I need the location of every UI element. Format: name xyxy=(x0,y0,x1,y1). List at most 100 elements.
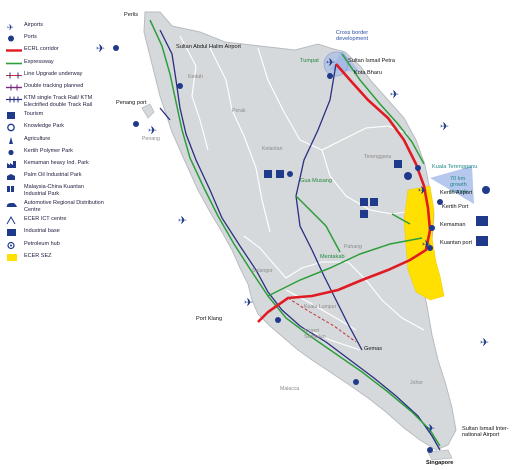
polymer-park-icon xyxy=(6,148,24,157)
legend-item: Kertih Polymer Park xyxy=(6,148,104,157)
airplane-icon: ✈ xyxy=(480,336,489,349)
place-kuantan-port: Kuantan port xyxy=(440,240,473,246)
agriculture-icon xyxy=(6,136,24,145)
legend-item: Expressway xyxy=(6,59,104,68)
tourism-icon xyxy=(276,170,284,178)
industrial-park-icon xyxy=(6,184,24,193)
ecrl-corridor-line xyxy=(257,63,432,323)
palm-oil-icon xyxy=(476,236,488,246)
legend-label: ECER ICT centre xyxy=(24,216,67,223)
svg-text:✈: ✈ xyxy=(7,23,14,31)
palm-oil-icon xyxy=(6,172,24,181)
industrial-park-icon xyxy=(360,198,368,206)
tourism-icon xyxy=(6,111,24,120)
legend-item: Double tracking planned xyxy=(6,83,104,92)
state-selangor: Selangor xyxy=(252,268,273,274)
legend-label: KTM single Track Rail/ KTM Electrified d… xyxy=(24,95,93,108)
legend-label: Tourism xyxy=(24,111,44,118)
place-kota-bharu: Kota Bharu xyxy=(354,70,382,76)
legend-item: Tourism xyxy=(6,111,104,120)
legend-label: Kemaman heavy Ind. Park xyxy=(24,159,89,166)
legend-item: Automotive Regional Distribution Centre xyxy=(6,200,104,213)
legend-label: Malaysia-China Kuantan Industrial Park xyxy=(24,184,84,197)
place-gua-musang: Gua Musang xyxy=(300,178,333,184)
growth-triangle-beam xyxy=(430,166,474,204)
airport-markers: ✈ ✈ ✈ ✈ ✈ ✈ ✈ ✈ ✈ ✈ ✈ xyxy=(96,42,489,435)
place-sultan-ismail-airport: Sultan Ismail Inter-national Airport xyxy=(462,426,509,439)
knowledge-park-icon xyxy=(404,172,412,180)
legend-label: Industrial base xyxy=(24,228,60,235)
legend-label: Ports xyxy=(24,34,37,41)
place-port-klang: Port Klang xyxy=(196,316,223,322)
tourism-icon xyxy=(264,170,272,178)
place-perlis: Perlis xyxy=(124,12,138,18)
place-kuala-lumpur: Kuala Lumpur xyxy=(304,304,337,310)
legend-label: ECRL corridor xyxy=(24,46,59,53)
legend-item: Petroleum hub xyxy=(6,241,104,250)
place-kertih-airport: Kertih Airport xyxy=(440,190,473,196)
ktm-rail-lines xyxy=(159,29,441,451)
airplane-icon: ✈ xyxy=(178,214,187,227)
legend-label: ECER SEZ xyxy=(24,252,52,259)
legend-item: KTM single Track Rail/ KTM Electrified d… xyxy=(6,95,104,108)
legend-label: Petroleum hub xyxy=(24,240,60,247)
industrial-park-icon xyxy=(360,210,368,218)
ecer-sez-area xyxy=(403,185,445,301)
legend-label: Line Upgrade underway xyxy=(24,70,83,77)
airplane-icon: ✈ xyxy=(244,296,253,309)
expressway-line-icon xyxy=(6,59,24,68)
place-mentakab: Mentakab xyxy=(320,254,345,260)
state-johor: Johor xyxy=(410,380,423,386)
petroleum-hub-icon xyxy=(6,241,24,250)
place-singapore: Singapore xyxy=(426,460,454,466)
polymer-park-icon xyxy=(482,186,490,194)
legend-label: Airports xyxy=(24,22,43,28)
airplane-icon: ✈ xyxy=(96,42,105,55)
industry-icons xyxy=(264,160,490,246)
expressway-lines xyxy=(149,19,441,447)
singapore-island xyxy=(427,449,453,461)
state-terengganu: Terengganu xyxy=(364,154,392,160)
legend-item: ✈ Airports xyxy=(6,22,104,31)
penang-island xyxy=(141,103,155,119)
legend-label: Palm Oil Industrial Park xyxy=(24,172,82,179)
heavy-industry-icon xyxy=(476,216,488,226)
tourism-icon xyxy=(394,160,402,168)
legend-item: Line Upgrade underway xyxy=(6,71,104,80)
sez-area-icon xyxy=(6,253,24,262)
place-growth-triangle: 70 km growth triangle xyxy=(450,176,469,195)
airplane-icon: ✈ xyxy=(326,56,335,69)
legend-item: Kemaman heavy Ind. Park xyxy=(6,160,104,169)
legend-label: Agriculture xyxy=(24,135,51,142)
airplane-icon: ✈ xyxy=(422,238,431,251)
automotive-icon xyxy=(6,200,24,209)
legend-item: Industrial base xyxy=(6,228,104,237)
place-sultan-abdul-halim-airport: Sultan Abdul Halim Airport xyxy=(176,44,241,50)
place-malacca: Malacca xyxy=(280,386,300,392)
industrial-park-icon xyxy=(370,198,378,206)
legend-label: Kertih Polymer Park xyxy=(24,147,73,154)
ecrl-line-icon xyxy=(6,46,24,55)
state-pahang: Pahang xyxy=(344,244,362,250)
place-sultan-ismail-petra: Sultan Ismail Petra xyxy=(348,58,395,64)
place-kemaman: Kemaman xyxy=(440,222,466,228)
place-kertih-port: Kertih Port xyxy=(442,204,469,210)
airplane-icon: ✈ xyxy=(426,422,435,435)
map-legend: ✈ Airports Ports ECRL corridor Expresswa… xyxy=(6,22,104,265)
legend-label: Knowledge Park xyxy=(24,123,65,130)
airplane-icon: ✈ xyxy=(418,184,427,197)
knowledge-park-icon xyxy=(6,123,24,132)
state-penang: Penang xyxy=(142,136,160,142)
double-tracking-line xyxy=(287,297,357,343)
state-kedah: Kedah xyxy=(188,74,204,80)
legend-item: Malaysia-China Kuantan Industrial Park xyxy=(6,184,104,197)
agriculture-icon xyxy=(287,171,293,177)
legend-item: Ports xyxy=(6,34,104,43)
legend-item: Agriculture xyxy=(6,136,104,145)
legend-label: Double tracking planned xyxy=(24,82,84,89)
state-perak: Perak xyxy=(232,108,246,114)
ict-centre-icon xyxy=(6,216,24,225)
airplane-icon: ✈ xyxy=(148,124,157,137)
